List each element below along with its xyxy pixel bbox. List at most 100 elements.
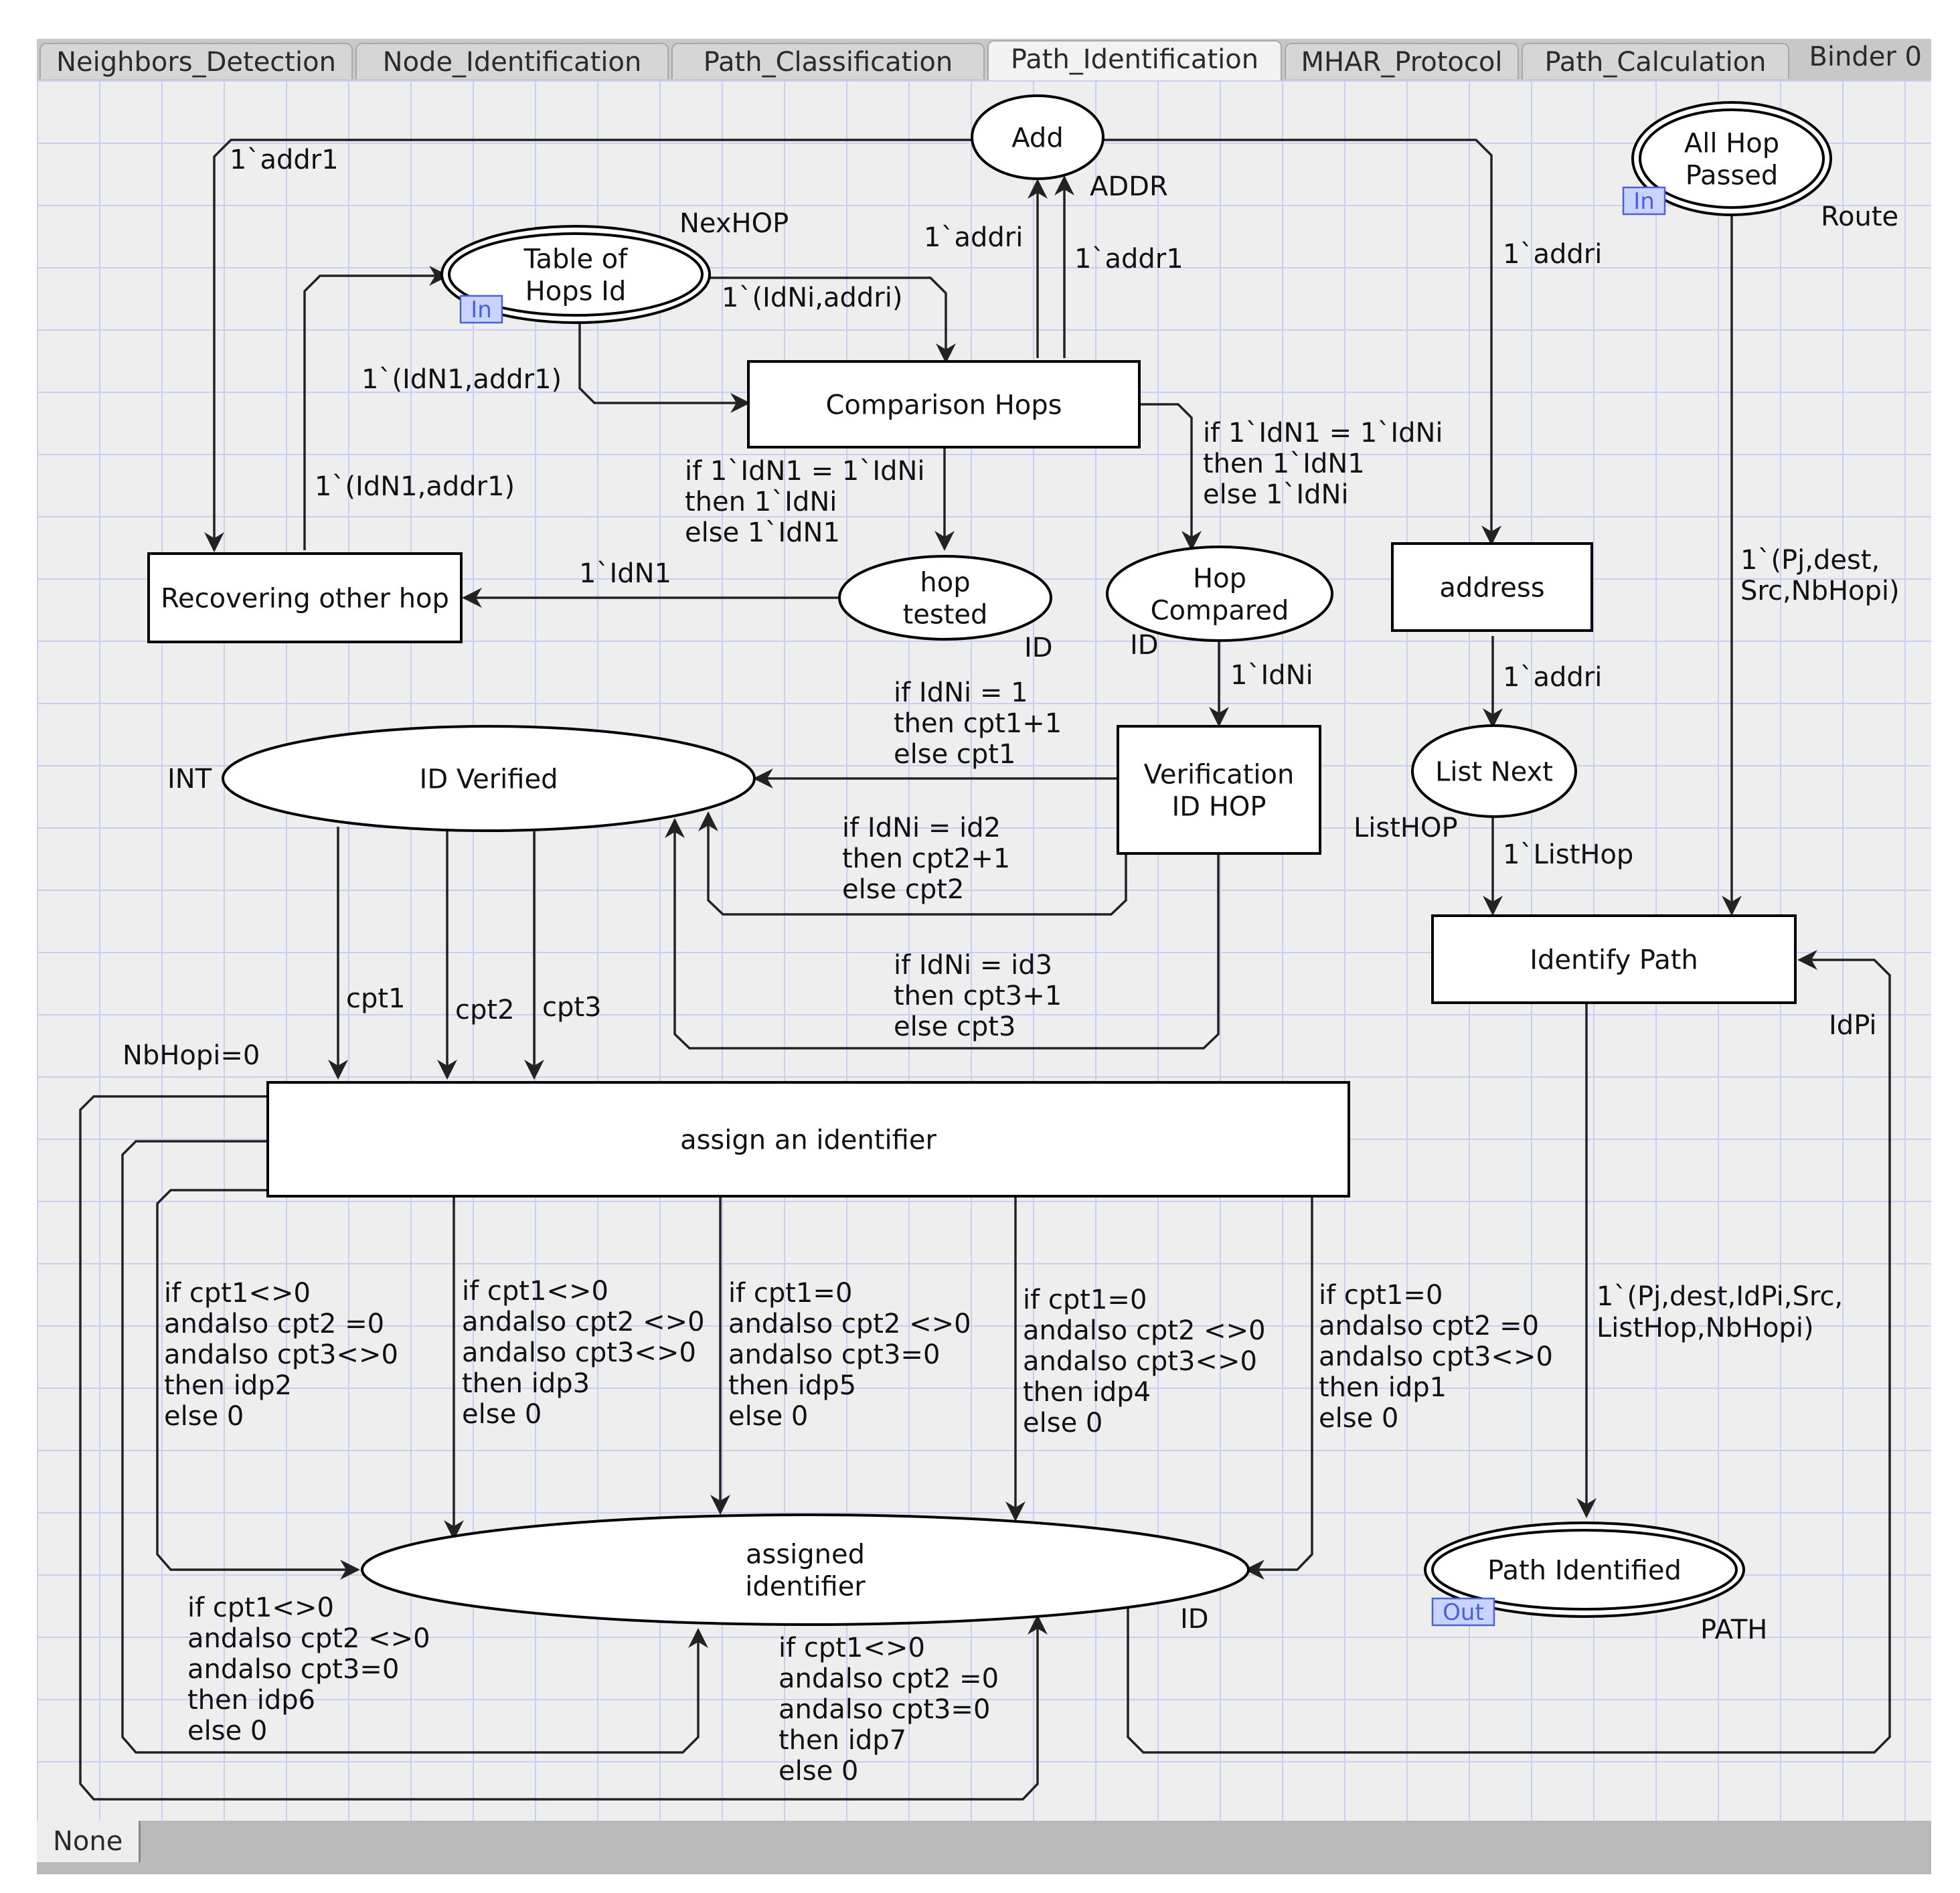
inscription-comparison-to-add-1: 1`addr1 <box>1074 244 1183 274</box>
inscription-hop-compared-to-verification: 1`IdNi <box>1230 660 1313 691</box>
page-tab-bar: Neighbors_Detection Node_Identification … <box>37 39 1931 82</box>
colorset-id-verified: INT <box>167 764 212 795</box>
place-add[interactable]: Add <box>971 94 1105 180</box>
arc-assign-idp7 <box>79 1095 1048 1801</box>
transition-identify-path[interactable]: Identify Path <box>1431 914 1797 1004</box>
status-tab[interactable]: None <box>37 1821 141 1862</box>
tab-path-classification[interactable]: Path_Classification <box>671 43 985 79</box>
arc-assign-idp6 <box>121 1140 708 1754</box>
inscription-cpt2: cpt2 <box>455 995 515 1025</box>
transition-label-address: address <box>1439 572 1544 603</box>
inscription-cpt1: cpt1 <box>346 983 406 1014</box>
transition-comparison-hops[interactable]: Comparison Hops <box>747 360 1141 448</box>
labels-layer: ADDR Route NexHOP ID ID INT ListHOP ID PATH 1`add… <box>122 145 1900 1787</box>
port-tag-table-hops: In <box>459 295 503 324</box>
port-tag-all-hop-passed: In <box>1622 186 1666 216</box>
inscription-address-to-list-next: 1`addri <box>1503 662 1602 693</box>
place-label-add: Add <box>1011 122 1063 153</box>
binder-label: Binder 0 <box>1809 42 1922 72</box>
transition-address[interactable]: address <box>1391 542 1593 632</box>
inscription-cpt3: cpt3 <box>542 992 602 1023</box>
arc-recovering-to-table <box>303 266 449 550</box>
place-id-verified[interactable]: ID Verified <box>222 725 756 832</box>
tab-path-calculation[interactable]: Path_Calculation <box>1522 43 1789 79</box>
transition-assign[interactable]: assign an identifier <box>266 1081 1350 1198</box>
tab-mhar-protocol[interactable]: MHAR_Protocol <box>1285 43 1519 79</box>
arc-assigned-to-identify-idpi <box>1127 950 1891 1754</box>
inscription-comparison-table-in: 1`(IdN1,addr1) <box>361 364 562 395</box>
arcs-layer <box>79 139 1891 1801</box>
arc-verification-to-id-verified-3 <box>665 818 1220 1050</box>
colorset-hop-tested: ID <box>1024 633 1053 663</box>
transition-label-assign: assign an identifier <box>680 1125 936 1155</box>
inscription-add-to-address: 1`addri <box>1503 239 1602 270</box>
port-tag-path-identified: Out <box>1431 1597 1495 1627</box>
inscription-table-to-comparison: 1`(IdNi,addri) <box>722 282 902 313</box>
inscription-idpi: IdPi <box>1829 1010 1877 1041</box>
inscription-add-to-recovering: 1`addr1 <box>230 145 339 175</box>
arc-assign-idp1 <box>1244 1197 1313 1580</box>
svg-text:In: In <box>1633 188 1655 215</box>
inscription-guard: NbHopi=0 <box>122 1040 260 1071</box>
tab-neighbors-detection[interactable]: Neighbors_Detection <box>39 43 353 79</box>
inscription-list-next-to-identify: 1`ListHop <box>1503 839 1633 870</box>
colorset-path-identified: PATH <box>1700 1615 1767 1645</box>
colorset-all-hop-passed: Route <box>1821 201 1898 232</box>
bottom-bar: None <box>37 1821 1931 1874</box>
svg-text:In: In <box>471 297 492 323</box>
svg-text:Out: Out <box>1443 1599 1484 1626</box>
inscription-recovering-to-table: 1`(IdN1,addr1) <box>315 471 515 502</box>
inscription-hop-tested-to-recovering: 1`IdN1 <box>579 558 671 589</box>
colorset-list-next: ListHOP <box>1354 813 1458 843</box>
arc-comparison-to-hop-compared <box>1139 403 1202 551</box>
colorset-hop-compared: ID <box>1130 630 1159 661</box>
inscription-route-to-identify: 1`(Pj,dest,Src,NbHopi) <box>1740 545 1900 606</box>
tab-path-identification[interactable]: Path_Identification <box>987 40 1282 80</box>
place-label-id-verified: ID Verified <box>420 764 558 795</box>
transition-label-recovering: Recovering other hop <box>161 583 449 614</box>
inscription-comparison-to-add-i: 1`addri <box>924 222 1023 253</box>
place-list-next[interactable]: List Next <box>1411 724 1577 818</box>
arc-add-to-address <box>1099 139 1501 546</box>
transition-label-comparison-hops: Comparison Hops <box>826 390 1062 420</box>
arc-add-to-recovering <box>204 139 976 552</box>
colorset-assigned: ID <box>1180 1604 1209 1635</box>
transition-label-identify-path: Identify Path <box>1530 944 1698 975</box>
colorset-table-hops: NexHOP <box>679 208 789 239</box>
transition-recovering[interactable]: Recovering other hop <box>147 552 463 643</box>
arc-assign-idp2 <box>156 1189 360 1580</box>
place-path-identified[interactable]: Path Identified <box>1424 1521 1745 1618</box>
arc-verification-to-id-verified-2 <box>698 811 1127 916</box>
arc-table-to-comparison <box>703 276 956 363</box>
place-label-path-identified: Path Identified <box>1487 1555 1682 1586</box>
colorset-add: ADDR <box>1090 171 1168 202</box>
place-label-list-next: List Next <box>1435 756 1553 787</box>
tab-node-identification[interactable]: Node_Identification <box>355 43 669 79</box>
arc-table-to-comparison-2 <box>578 321 750 413</box>
